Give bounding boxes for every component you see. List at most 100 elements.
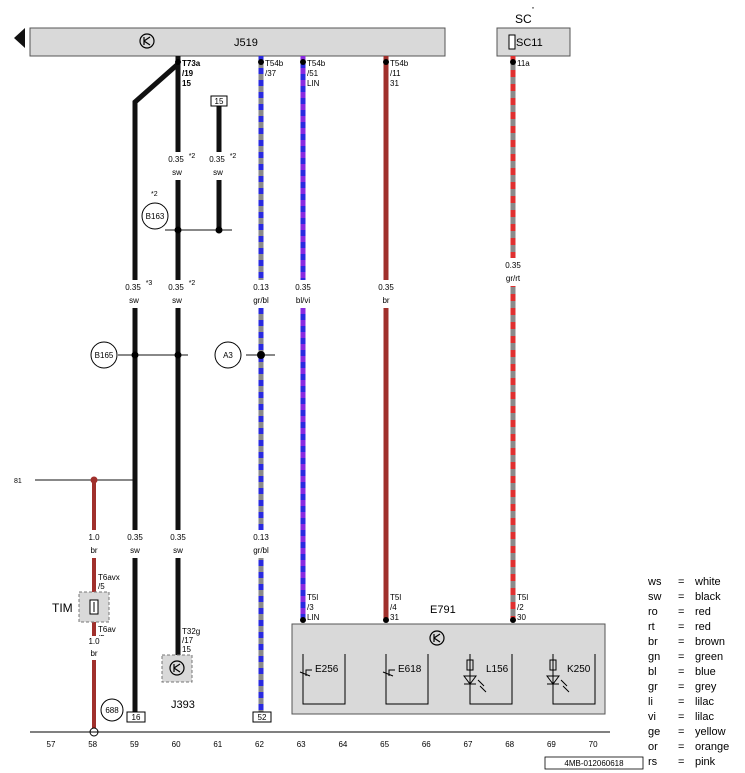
terminal-dot [300, 59, 306, 65]
l156-circuit [469, 654, 513, 705]
legend-code: or [648, 741, 658, 753]
wire-size-label: 0.35 [170, 533, 186, 542]
legend-row: vi = lilac [648, 710, 743, 725]
connection-b163 [141, 202, 169, 230]
terminal-dot [300, 617, 306, 623]
terminal-dot [175, 59, 181, 65]
junction-dot [215, 226, 223, 234]
connector-box-15 [210, 95, 228, 107]
pin-label: T5l [390, 593, 401, 602]
legend-row: rs=pink [648, 755, 743, 770]
pin-label: T54b [307, 59, 326, 68]
legend-name: pink [695, 756, 716, 768]
wire-color-label: br [90, 649, 97, 658]
junction-dot [90, 476, 98, 484]
e791-label: E791 [430, 604, 456, 616]
wire-color-label: sw [173, 546, 183, 555]
legend-row: br=brown [648, 635, 743, 650]
legend-name: yellow [695, 726, 726, 738]
tim-housing [78, 591, 110, 623]
pin-label: T6avx [98, 573, 120, 582]
legend-equals: = [678, 756, 685, 768]
pin-label: 31 [390, 79, 399, 88]
pin-label: T54b [390, 59, 409, 68]
legend-row: or=orange [648, 740, 743, 755]
j519-bar [14, 28, 25, 48]
e618-label: E618 [398, 664, 422, 675]
legend-row: bl=blue [648, 665, 743, 680]
legend-code: li [648, 696, 653, 708]
legend-name: grey [695, 681, 717, 693]
legend-equals: = [678, 711, 685, 723]
wire-59 [132, 62, 180, 715]
pin-label: 15 [182, 645, 191, 654]
pin-label: 30 [517, 613, 526, 622]
j393-label: J393 [171, 699, 195, 711]
pin-label: T6av [98, 625, 116, 634]
wire-size-label: 0.35 [168, 155, 184, 164]
terminal-dot [258, 59, 264, 65]
wire-color-label: br [90, 546, 97, 555]
junction-dot [174, 351, 182, 359]
grid-label: 57 [47, 740, 56, 749]
wire-size-label: 0.35 [168, 283, 184, 292]
terminal-dot [383, 59, 389, 65]
wire-color-label: sw [213, 168, 223, 177]
legend-equals: = [678, 591, 685, 603]
legend-name: white [695, 576, 721, 588]
led-icon [463, 659, 487, 693]
connection-a3 [214, 341, 242, 369]
connection-label: A3 [223, 351, 233, 360]
legend-code: ws [648, 576, 662, 588]
wire-size-label: 1.0 [88, 637, 100, 646]
wire-size-label: 0.35 [505, 261, 521, 270]
k250-label: K250 [567, 664, 591, 675]
j393-housing [161, 654, 193, 683]
wire-size-label: 1.0 [88, 533, 100, 542]
legend-row: ro=red [648, 605, 743, 620]
legend-name: lilac [695, 711, 714, 723]
junction-dot [174, 226, 182, 234]
legend-equals: = [678, 726, 685, 738]
sc11-label: SC11 [516, 37, 543, 49]
connector-box-label: 52 [258, 713, 267, 722]
pin-label: T5l [517, 593, 528, 602]
k250-circuit [552, 654, 596, 705]
terminal-dot [383, 617, 389, 623]
pin-label: T32g [182, 627, 200, 636]
grid-label: 65 [380, 740, 389, 749]
grid-label: 70 [589, 740, 598, 749]
connection-688 [100, 698, 124, 722]
connector-box-16 [126, 711, 146, 723]
wire-size-label: 0.35 [125, 283, 141, 292]
pin-label: /17 [182, 636, 194, 645]
connector-box-label: 16 [132, 713, 141, 722]
sc-dot: · [531, 0, 535, 14]
pin-label: /2 [517, 603, 524, 612]
wire-size-label: 0.35 [295, 283, 311, 292]
legend-row: ge=yellow [648, 725, 743, 740]
legend-code: vi [648, 711, 656, 723]
pin-label: 31 [390, 613, 399, 622]
grid-label: 64 [338, 740, 347, 749]
connection-sup: *2 [151, 191, 158, 198]
legend-equals: = [678, 681, 685, 693]
grid-label: 60 [172, 740, 181, 749]
pin-label: LIN [307, 613, 320, 622]
wire-color-label: sw [172, 168, 182, 177]
legend-equals: = [678, 696, 685, 708]
wire-sup-label: *2 [189, 153, 196, 160]
wire-size-label: 0.35 [209, 155, 225, 164]
wire-color-label: sw [129, 296, 139, 305]
wire-color-label: br [382, 296, 389, 305]
junction-dot [257, 351, 265, 359]
legend-row: rt=red [648, 620, 743, 635]
legend-name: orange [695, 741, 730, 753]
pin-label: /19 [182, 69, 194, 78]
terminal-dot [510, 617, 516, 623]
connection-label: 688 [105, 706, 119, 715]
e791-ecu-icon [429, 630, 445, 646]
pin-label: /4 [390, 603, 397, 612]
